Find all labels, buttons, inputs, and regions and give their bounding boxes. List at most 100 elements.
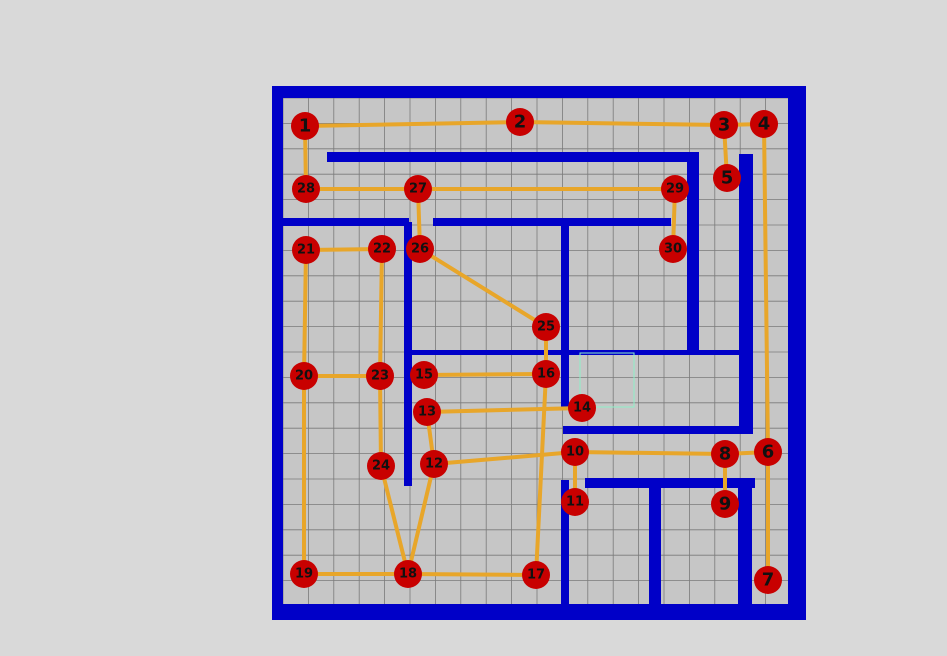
node-label: 25 [537, 320, 555, 335]
node-12[interactable]: 12 [420, 450, 448, 478]
node-1[interactable]: 1 [291, 112, 319, 140]
node-label: 22 [373, 242, 391, 257]
edge-18-24 [379, 464, 410, 576]
edge-13-14 [425, 406, 584, 414]
node-14[interactable]: 14 [568, 394, 596, 422]
node-label: 21 [297, 243, 315, 258]
node-20[interactable]: 20 [290, 362, 318, 390]
node-circle [292, 236, 320, 264]
edge-24-23 [378, 374, 383, 468]
node-label: 3 [718, 115, 731, 136]
outer-walls [272, 86, 806, 620]
outer-wall-bottom [272, 604, 806, 620]
node-circle [750, 110, 778, 138]
node-27[interactable]: 27 [404, 175, 432, 203]
node-circle [394, 560, 422, 588]
node-26[interactable]: 26 [406, 235, 434, 263]
node-label: 26 [411, 242, 429, 257]
node-4[interactable]: 4 [750, 110, 778, 138]
node-22[interactable]: 22 [368, 235, 396, 263]
node-19[interactable]: 19 [290, 560, 318, 588]
node-label: 18 [399, 567, 417, 582]
edge-18-17 [406, 572, 538, 577]
inner-walls [275, 152, 755, 616]
wall-bottom-vertical-1 [561, 480, 569, 616]
node-24[interactable]: 24 [367, 452, 395, 480]
wall-center-lower [563, 426, 753, 434]
wall-mid-vertical [561, 222, 569, 408]
node-circle [506, 108, 534, 136]
node-label: 10 [566, 445, 584, 460]
node-label: 19 [295, 567, 313, 582]
node-9[interactable]: 9 [711, 490, 739, 518]
node-circle [568, 394, 596, 422]
node-label: 2 [514, 112, 527, 133]
node-label: 27 [409, 182, 427, 197]
node-5[interactable]: 5 [713, 164, 741, 192]
node-6[interactable]: 6 [754, 438, 782, 466]
node-circle [711, 490, 739, 518]
wall-right-inner-vertical [687, 158, 699, 352]
node-3[interactable]: 3 [710, 111, 738, 139]
node-15[interactable]: 15 [410, 361, 438, 389]
node-13[interactable]: 13 [413, 398, 441, 426]
node-label: 14 [573, 401, 591, 416]
wall-center-horizontal [408, 350, 748, 355]
node-label: 9 [719, 494, 732, 515]
edge-10-12 [432, 450, 577, 466]
node-label: 23 [371, 369, 389, 384]
node-label: 8 [719, 444, 732, 465]
route-edges [302, 120, 770, 582]
node-8[interactable]: 8 [711, 440, 739, 468]
node-circle [561, 488, 589, 516]
edge-25-26 [418, 247, 548, 329]
node-label: 29 [666, 182, 684, 197]
node-circle [290, 362, 318, 390]
node-2[interactable]: 2 [506, 108, 534, 136]
node-17[interactable]: 17 [522, 561, 550, 589]
node-circle [659, 235, 687, 263]
node-28[interactable]: 28 [292, 175, 320, 203]
node-29[interactable]: 29 [661, 175, 689, 203]
node-label: 17 [527, 568, 545, 583]
node-10[interactable]: 10 [561, 438, 589, 466]
node-label: 30 [664, 242, 682, 257]
node-circle [291, 112, 319, 140]
edge-4-6 [762, 122, 770, 454]
node-18[interactable]: 18 [394, 560, 422, 588]
node-circle [532, 360, 560, 388]
node-label: 7 [762, 570, 775, 591]
node-23[interactable]: 23 [366, 362, 394, 390]
node-circle [420, 450, 448, 478]
node-label: 28 [297, 182, 315, 197]
node-label: 13 [418, 405, 436, 420]
outer-wall-right [788, 86, 806, 620]
edge-1-2 [303, 120, 522, 128]
edge-17-16 [534, 372, 548, 577]
node-circle [366, 362, 394, 390]
node-label: 15 [415, 368, 433, 383]
wall-upper-left [275, 218, 409, 226]
wall-bottom-middle [585, 478, 755, 488]
wall-upper-mid [433, 218, 671, 226]
node-label: 5 [721, 168, 734, 189]
node-25[interactable]: 25 [532, 313, 560, 341]
node-circle [713, 164, 741, 192]
node-circle [754, 438, 782, 466]
node-16[interactable]: 16 [532, 360, 560, 388]
node-11[interactable]: 11 [561, 488, 589, 516]
node-7[interactable]: 7 [754, 566, 782, 594]
node-21[interactable]: 21 [292, 236, 320, 264]
node-circle [522, 561, 550, 589]
node-circle [532, 313, 560, 341]
node-circle [404, 175, 432, 203]
node-circle [413, 398, 441, 426]
node-label: 20 [295, 369, 313, 384]
node-30[interactable]: 30 [659, 235, 687, 263]
node-label: 6 [762, 442, 775, 463]
edge-12-18 [406, 462, 436, 576]
node-circle [368, 235, 396, 263]
node-label: 16 [537, 367, 555, 382]
